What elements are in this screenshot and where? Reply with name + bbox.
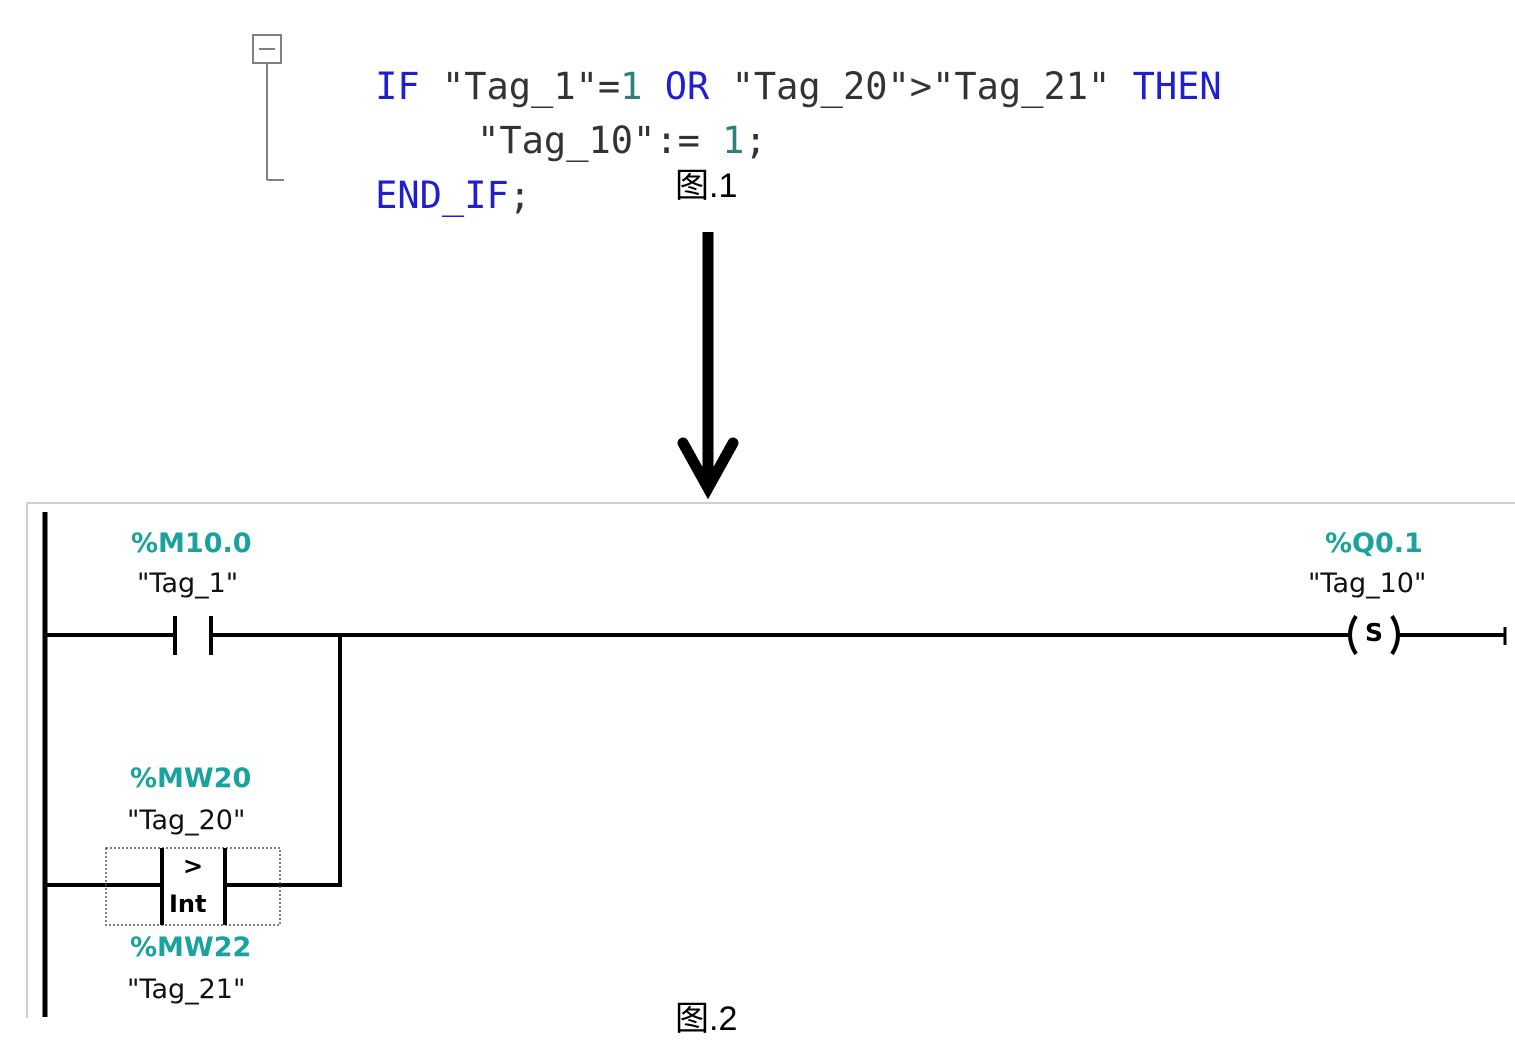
assign-operator: := [655,119,700,162]
keyword-or: OR [664,65,710,108]
compare-in2-tag[interactable]: "Tag_21" [127,974,246,1005]
compare-box-symbol [105,847,281,926]
compare-in1-address[interactable]: %MW20 [130,763,252,794]
coil-set-label: S [1365,618,1384,647]
compare-in2-address[interactable]: %MW22 [130,932,252,963]
compare-datatype[interactable]: Int [169,890,207,918]
coil-tag[interactable]: "Tag_10" [1308,568,1427,599]
keyword-if: IF [375,65,420,108]
compare-in1-tag[interactable]: "Tag_20" [127,805,246,836]
coil-address[interactable]: %Q0.1 [1325,528,1423,559]
compare-operator: > [183,852,204,880]
tag-21-string: "Tag_21" [932,65,1111,108]
semicolon: ; [744,119,767,162]
tag-10-string: "Tag_10" [477,119,656,162]
literal-one: 1 [722,119,745,162]
no-contact-symbol [173,616,213,655]
fig1-caption: 图.1 [675,167,738,205]
tag-1-string: "Tag_1" [441,65,598,108]
contact-address[interactable]: %M10.0 [131,528,252,559]
fig2-caption: 图.2 [675,1000,738,1038]
equals-operator: = [597,65,621,108]
literal-one: 1 [620,65,643,108]
down-arrow-icon [677,232,739,500]
code-line-3: END_IF; [286,140,531,251]
tag-20-string: "Tag_20" [731,65,910,108]
contact-tag[interactable]: "Tag_1" [137,568,239,599]
semicolon: ; [508,174,532,217]
code-line-2: "Tag_10":= 1; [388,85,767,196]
greater-than-operator: > [909,65,933,108]
code-line-1: IF "Tag_1"=1 OR "Tag_20">"Tag_21" THEN [286,31,1222,142]
fold-marker[interactable] [250,32,290,192]
keyword-then: THEN [1132,65,1222,108]
keyword-end-if: END_IF [375,174,509,217]
set-coil-symbol [1348,614,1400,656]
